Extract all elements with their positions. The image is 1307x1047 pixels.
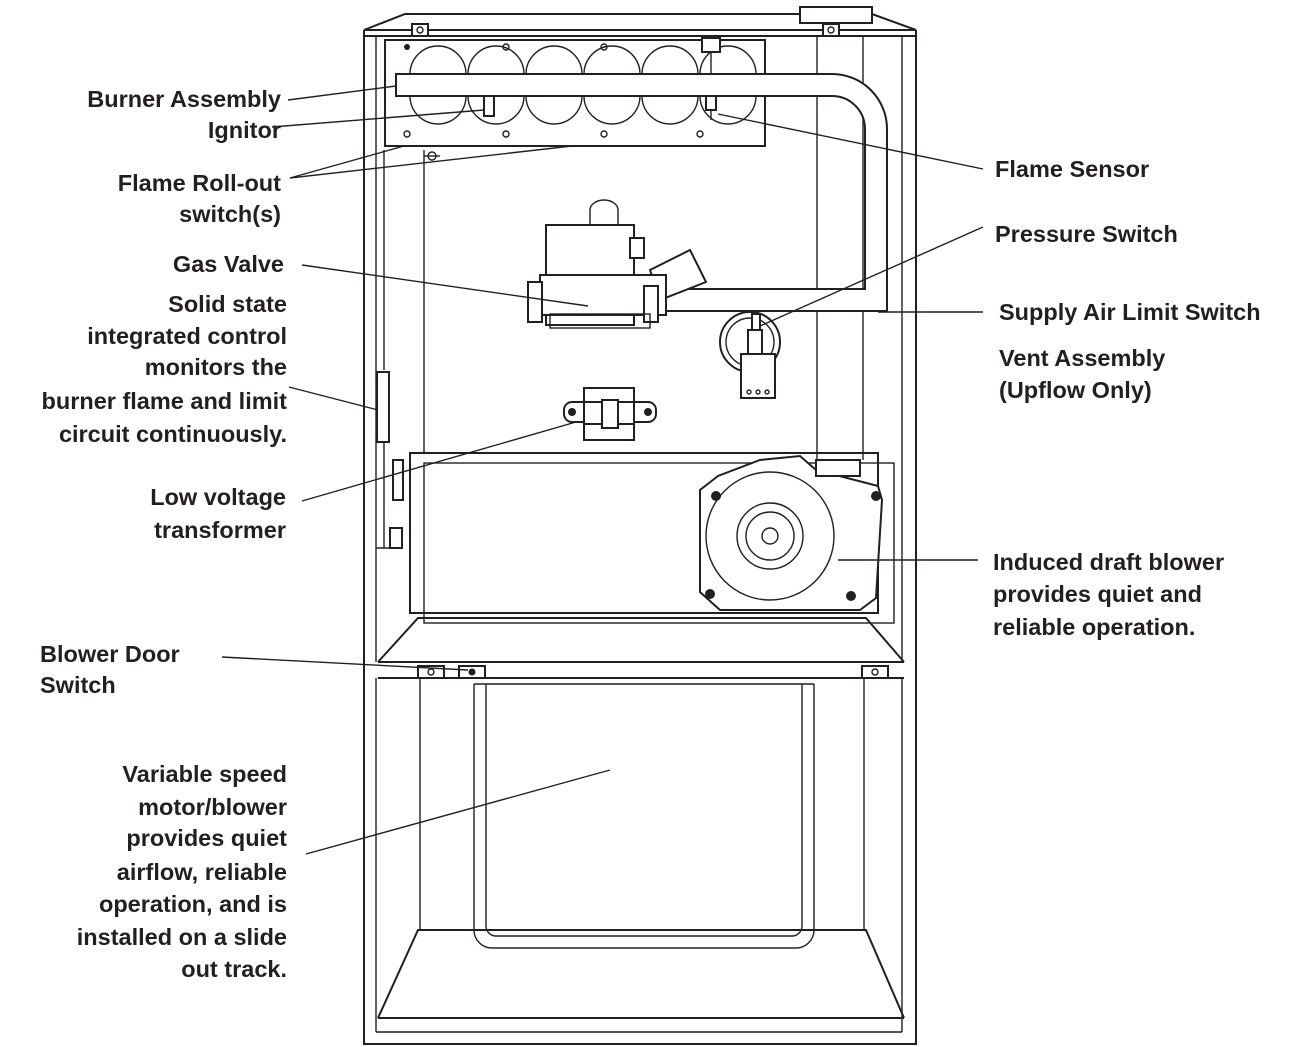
pressure-switch bbox=[719, 311, 781, 399]
label-control-3: monitors the bbox=[145, 354, 287, 380]
label-control-2: integrated control bbox=[87, 323, 287, 349]
label-flame-rollout-1: Flame Roll-out bbox=[118, 170, 281, 196]
label-motor-6: installed on a slide bbox=[77, 924, 287, 950]
label-blower-door-2: Switch bbox=[40, 672, 116, 698]
burner-assembly bbox=[384, 37, 888, 312]
label-motor-4: airflow, reliable bbox=[117, 859, 287, 885]
label-control-5: circuit continuously. bbox=[59, 421, 287, 447]
label-motor-3: provides quiet bbox=[126, 825, 287, 851]
label-draft-1: Induced draft blower bbox=[993, 549, 1224, 575]
label-draft-3: reliable operation. bbox=[993, 614, 1195, 640]
leader-lines bbox=[221, 85, 984, 855]
callout-labels: Burner Assembly Ignitor Flame Roll-out s… bbox=[40, 86, 1261, 982]
label-burner-assembly: Burner Assembly bbox=[87, 86, 281, 112]
label-motor-2: motor/blower bbox=[138, 794, 287, 820]
blower-compartment bbox=[377, 617, 905, 1019]
label-flame-sensor: Flame Sensor bbox=[995, 156, 1149, 182]
label-supply-air-limit: Supply Air Limit Switch bbox=[999, 299, 1261, 325]
label-vent-2: (Upflow Only) bbox=[999, 377, 1152, 403]
label-control-1: Solid state bbox=[168, 291, 287, 317]
gas-valve bbox=[527, 199, 708, 329]
integrated-control bbox=[376, 150, 404, 549]
label-control-4: burner flame and limit bbox=[42, 388, 288, 414]
furnace-cabinet bbox=[363, 6, 917, 1045]
label-gas-valve: Gas Valve bbox=[173, 251, 284, 277]
label-pressure-switch: Pressure Switch bbox=[995, 221, 1178, 247]
label-blower-door-1: Blower Door bbox=[40, 641, 180, 667]
label-flame-rollout-2: switch(s) bbox=[179, 201, 281, 227]
label-vent-1: Vent Assembly bbox=[999, 345, 1165, 371]
label-motor-7: out track. bbox=[181, 956, 287, 982]
label-ignitor: Ignitor bbox=[208, 117, 281, 143]
label-transformer-2: transformer bbox=[154, 517, 286, 543]
label-transformer-1: Low voltage bbox=[150, 484, 286, 510]
low-voltage-transformer bbox=[563, 387, 657, 441]
label-motor-5: operation, and is bbox=[99, 891, 287, 917]
label-motor-1: Variable speed bbox=[122, 761, 287, 787]
induced-draft-blower bbox=[409, 452, 895, 624]
label-draft-2: provides quiet and bbox=[993, 581, 1202, 607]
